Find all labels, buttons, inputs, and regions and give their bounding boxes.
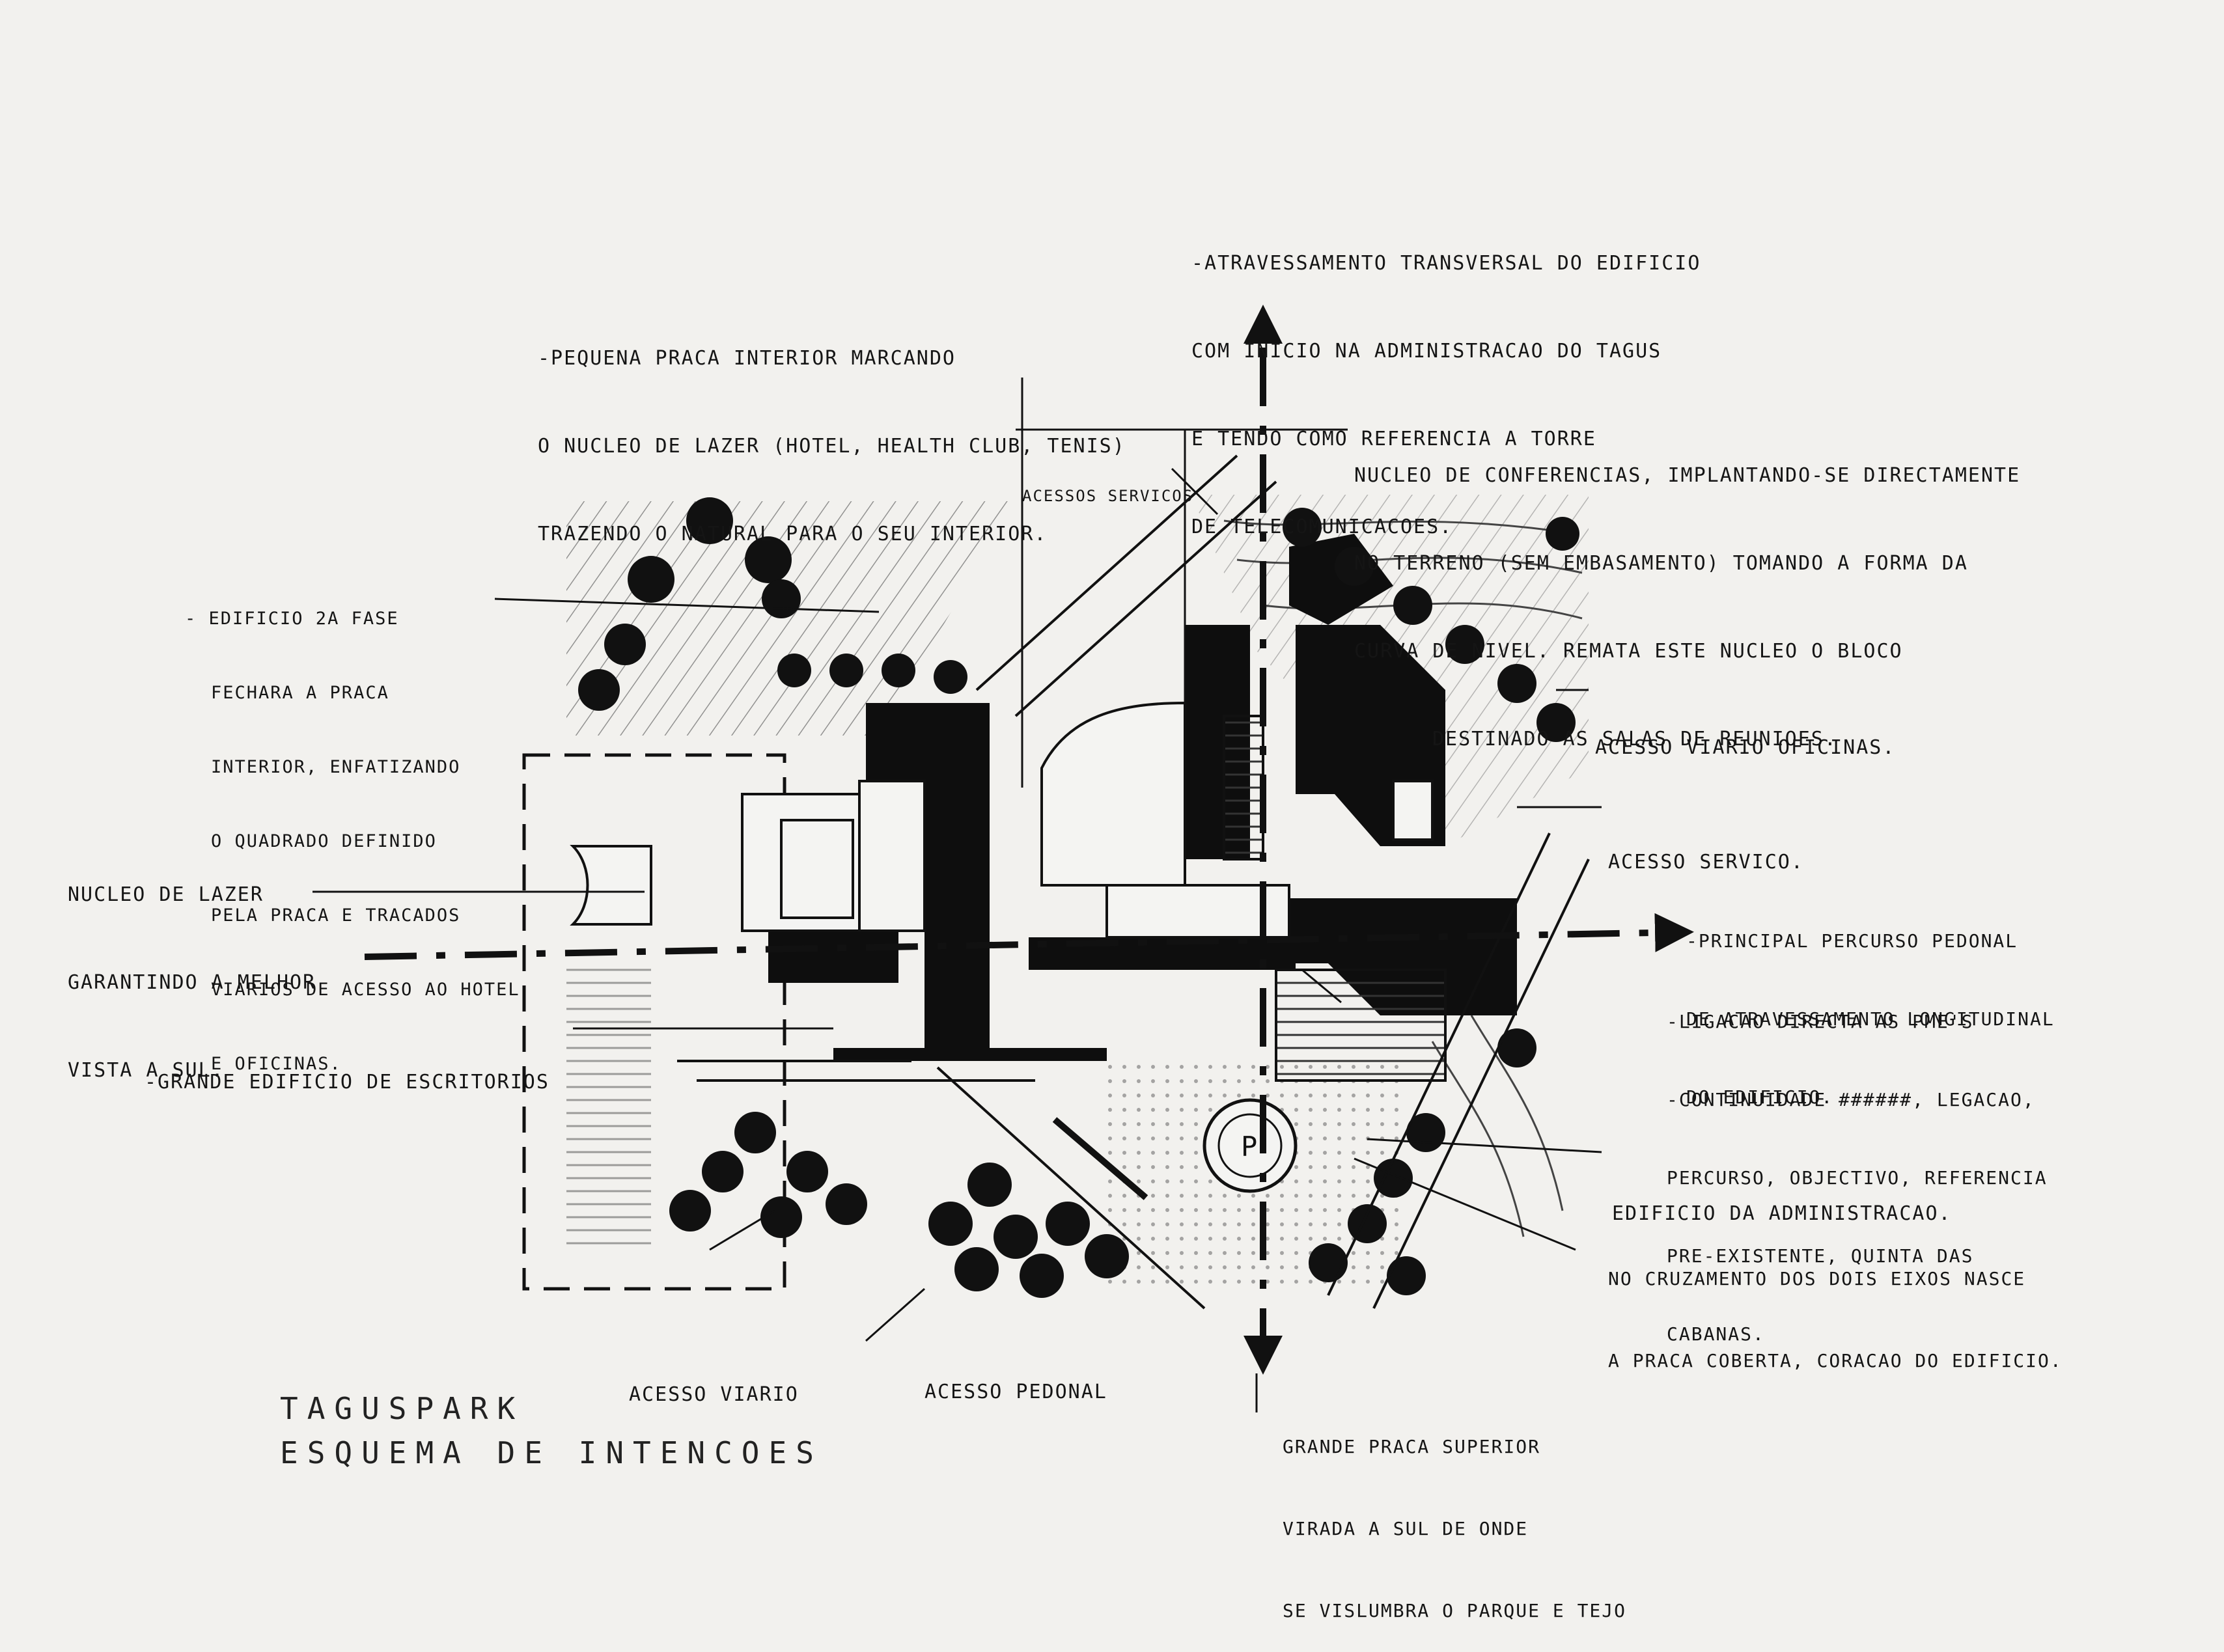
note-conferencias: Nucleo de conferencias, implantando-se d… [1354,464,2021,750]
axes [364,305,1694,1375]
note-praca-interior: -Pequena praca interior marcando o nucle… [538,347,1126,545]
note-acessos-servicos: Acessos servicos [1022,487,1194,505]
site-plan-sketch: P [313,305,1694,1412]
leader-lines [313,378,1602,1412]
longitudinal-axis [364,913,1694,960]
note-praca-superior: Grande praca superior virada a sul de on… [1283,1436,1627,1621]
note-cruzamento: No cruzamento dos dois eixos nasce a pra… [1608,1268,2063,1371]
sheet-title: Taguspark Esquema de intencoes [280,1391,823,1470]
note-acesso-servico: Acesso servico. [1608,851,1804,874]
administration-building: P [1202,1098,1298,1193]
note-acesso-oficinas: Acesso viario oficinas. [1595,736,1896,759]
trees [578,497,1579,1298]
note-percurso-pedonal: -Principal percurso pedonal de atravessa… [1686,930,2055,1108]
diagonal-road [677,454,1590,1310]
note-nucleo-lazer: Nucleo de Lazer garantindo a melhor vist… [68,883,316,1082]
note-escritorios: -Grande edificio de escritorios [145,1071,549,1094]
phase-2-boundary [522,753,786,1291]
note-acesso-viario: Acesso viario [629,1383,799,1406]
note-acesso-pedonal: Acesso pedonal [924,1381,1107,1403]
note-transversal-axis: -Atravessamento transversal do edificio … [1191,252,1701,538]
note-ligacao-pme: -Ligacao directa as PME's -Continuidade … [1667,1011,2048,1345]
note-segunda-fase: - Edificio 2a Fase fechara a praca inter… [185,609,520,1074]
note-administracao: Edificio da administracao. [1612,1202,1952,1225]
svg-text:P: P [1241,1131,1257,1163]
